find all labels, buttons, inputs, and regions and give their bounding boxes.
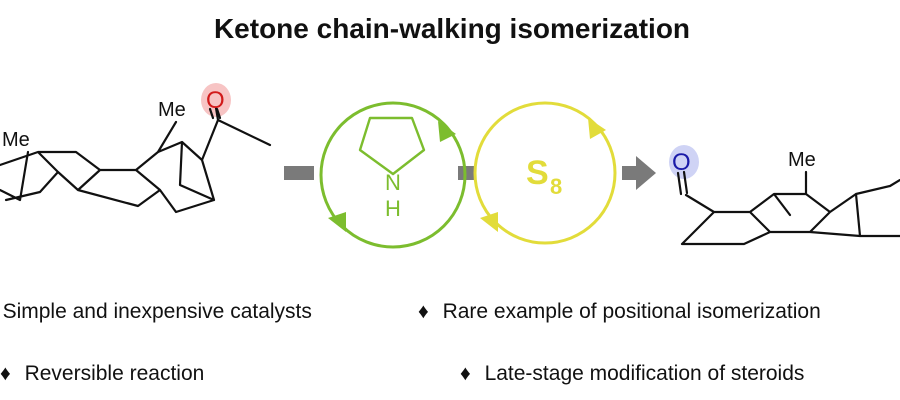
sulfur-subscript: 8 [550,174,562,199]
feature-text: Late-stage modification of steroids [485,362,805,385]
feature-bullet: ♦ [0,362,11,385]
pyrrolidine-hydrogen: H [385,196,401,221]
carbonyl-bond-start [208,107,215,120]
scheme-title: Ketone chain-walking isomerization [214,13,690,44]
product-ketone-structure: O Me [669,145,900,246]
connector-left [284,166,314,180]
starting-ketone-structure: O Me Me [0,83,272,214]
feature-bullet: ♦ [460,362,471,385]
carbonyl-bond-product-2 [676,171,683,196]
carbonyl-highlight-end [669,145,699,179]
methyl-label-start-upper: Me [158,99,186,121]
sulfur-symbol: S [526,154,549,192]
methyl-label-start-left: Me [2,129,30,151]
carbonyl-highlight-start [201,83,231,117]
carbonyl-oxygen-start: O [206,87,225,114]
sulfur-cycle-ring [473,101,617,245]
connector-right [622,166,636,180]
amine-cycle-ring [319,101,467,249]
sulfur-cycle-arrowhead-top [588,118,606,139]
sulfur-catalytic-cycle: S 8 [473,101,617,245]
feature-item: ♦ Late-stage modification of steroids [460,362,804,385]
amine-catalytic-cycle: N H [319,101,467,249]
feature-bullet: ♦ [418,300,429,323]
feature-text: Rare example of positional isomerization [443,300,821,323]
amine-cycle-arrowhead-top [438,121,456,142]
steroid-skeleton-start [0,106,272,214]
feature-text: Simple and inexpensive catalysts [3,300,312,323]
carbonyl-bond-start-2 [215,107,222,120]
sulfur-cycle-arrowhead-bottom [480,212,498,232]
methyl-label-product: Me [788,149,816,171]
amine-cycle-arrowhead-bottom [328,212,346,232]
carbonyl-bond-product [682,170,689,195]
steroid-skeleton-product [680,170,900,246]
feature-text: Reversible reaction [25,362,205,385]
feature-list: ♦ Simple and inexpensive catalysts ♦ Rar… [0,300,821,385]
reaction-arrow-head [636,156,656,190]
feature-item: ♦ Reversible reaction [0,362,204,385]
process-connector [284,156,656,190]
feature-item: ♦ Simple and inexpensive catalysts [0,300,312,323]
pyrrolidine-ring [358,116,426,176]
feature-item: ♦ Rare example of positional isomerizati… [418,300,821,323]
pyrrolidine-nitrogen: N [385,170,401,195]
connector-middle [458,166,476,180]
carbonyl-oxygen-product: O [672,149,691,176]
